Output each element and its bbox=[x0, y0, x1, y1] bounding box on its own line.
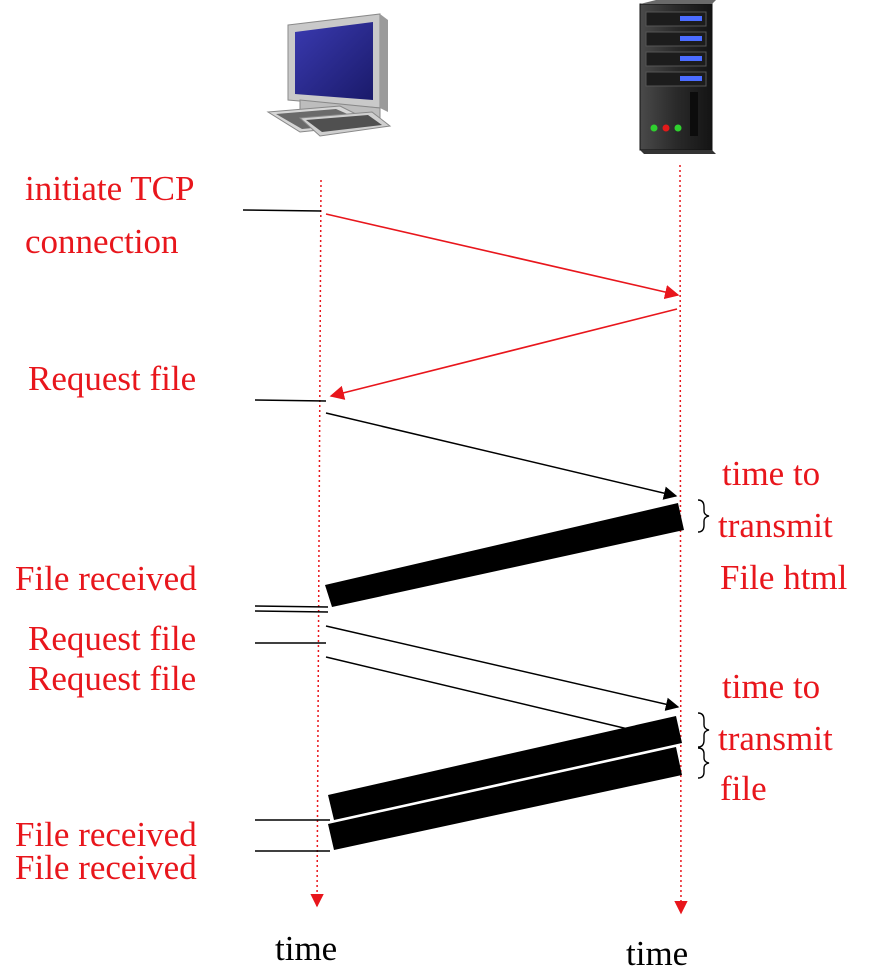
time-to-label-1: time to bbox=[722, 454, 820, 493]
request-arrow-2 bbox=[325, 625, 680, 711]
server-time-label: time bbox=[626, 934, 688, 969]
time-to-label-2: time to bbox=[722, 667, 820, 706]
server-timeline bbox=[674, 164, 688, 915]
request-file-label-1: Request file bbox=[28, 359, 196, 398]
request-arrow-1 bbox=[325, 412, 678, 500]
leader-file-received-1b bbox=[254, 610, 329, 613]
file-html-label: File html bbox=[720, 558, 848, 597]
file-html-transfer bbox=[325, 503, 684, 607]
transmit-brace-3 bbox=[697, 747, 710, 779]
transmit-brace-1 bbox=[697, 499, 710, 533]
client-timeline bbox=[310, 179, 324, 908]
request-arrow-3 bbox=[325, 656, 629, 730]
file-transfer-1 bbox=[328, 716, 682, 820]
synack-arrow bbox=[329, 308, 678, 400]
file-label: file bbox=[720, 769, 767, 808]
file-received-label-1: File received bbox=[15, 559, 197, 598]
file-transfer-2 bbox=[328, 747, 682, 850]
request-file-label-3: Request file bbox=[28, 659, 196, 698]
file-received-label-2: File received bbox=[15, 815, 197, 854]
request-file-label-2: Request file bbox=[28, 619, 196, 658]
transmit-label-1: transmit bbox=[718, 506, 833, 545]
leader-file-received-1a bbox=[254, 605, 329, 608]
initiate-tcp-label: initiate TCP bbox=[25, 169, 195, 208]
file-received-label-3: File received bbox=[15, 848, 197, 887]
leader-initiate bbox=[242, 209, 322, 212]
transmit-brace-2 bbox=[697, 712, 710, 748]
client-time-label: time bbox=[275, 929, 337, 968]
connection-label: connection bbox=[25, 222, 179, 261]
transmit-label-2: transmit bbox=[718, 719, 833, 758]
server-tower-icon bbox=[639, 0, 716, 154]
syn-arrow bbox=[325, 213, 680, 300]
desktop-computer-icon bbox=[266, 13, 392, 137]
leader-request-1 bbox=[254, 399, 327, 402]
